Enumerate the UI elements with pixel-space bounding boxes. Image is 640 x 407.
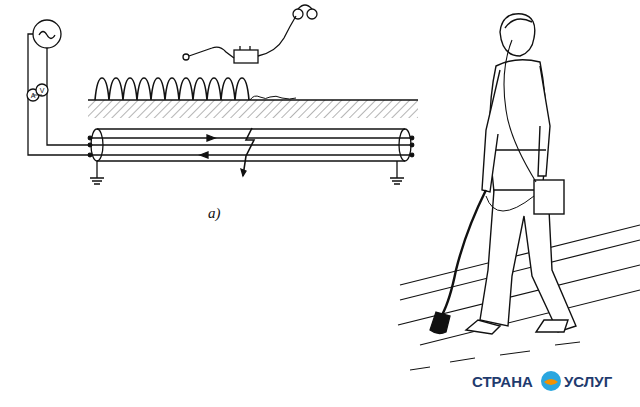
ac-wave xyxy=(39,32,55,39)
generator-symbol xyxy=(33,20,61,48)
receiver-box xyxy=(234,50,258,63)
conductor xyxy=(90,137,412,138)
probe-tip xyxy=(183,54,189,60)
ground-symbol xyxy=(90,161,104,184)
search-probe xyxy=(442,190,486,315)
headphone-cord xyxy=(258,16,296,56)
probe-cord xyxy=(189,47,234,58)
meter-label: A xyxy=(31,92,36,99)
figure-label: а) xyxy=(208,206,221,221)
probe-sensor xyxy=(430,312,450,334)
current-arrow xyxy=(207,135,215,141)
watermark-text: УСЛУГ xyxy=(564,374,612,389)
voltmeter-symbol xyxy=(36,84,48,96)
soil xyxy=(88,100,418,118)
fault-mark xyxy=(243,128,254,176)
headphone-cord xyxy=(504,40,536,182)
operator-figure xyxy=(466,14,576,334)
headphones xyxy=(293,9,303,19)
watermark-text: СТРАНА xyxy=(472,374,533,389)
wire xyxy=(47,48,90,145)
meter-label: V xyxy=(40,87,45,94)
watermark-logo xyxy=(541,371,561,391)
sound-signal xyxy=(95,78,249,100)
wire xyxy=(28,34,90,155)
